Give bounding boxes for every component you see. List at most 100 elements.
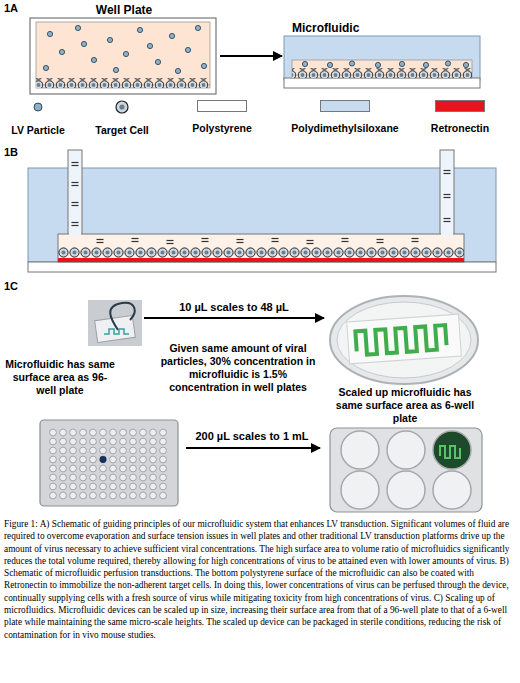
legend-text: Polydimethylsiloxane (283, 122, 407, 135)
lv-particle (34, 103, 42, 111)
inlet-tube (68, 150, 82, 236)
glass-slide (95, 315, 136, 342)
lv-particle (72, 163, 79, 166)
lv-particle (59, 49, 64, 54)
lv-particle (132, 239, 139, 242)
lv-particle (147, 43, 152, 48)
legend-text: Polystyrene (160, 122, 284, 135)
lv-particle (195, 25, 200, 30)
well (433, 471, 471, 509)
lv-particle (91, 57, 96, 62)
lv-particle (201, 63, 206, 68)
node-text: Microfluidic has same surface area as 96… (4, 358, 116, 397)
node-text: Scaled up microfluidic has same surface … (324, 386, 486, 425)
legend-item: Polystyrene (160, 100, 284, 135)
lv-particle (169, 33, 174, 38)
lv-particle (412, 239, 419, 242)
pdms-block (28, 168, 496, 262)
lv-particle (72, 183, 79, 186)
cell-layer (36, 78, 210, 88)
outlet-tube (440, 150, 454, 236)
connector-arrow (220, 55, 282, 57)
lv-particle (81, 41, 86, 46)
lv-particle (155, 59, 160, 64)
lv-particle (202, 239, 209, 242)
scale-arrow (186, 447, 320, 449)
polystyrene-base (28, 262, 496, 272)
well-fluid (36, 22, 210, 88)
legend-symbol (30, 100, 46, 114)
tubing (110, 303, 134, 330)
well (341, 431, 379, 469)
lv-particle (185, 47, 190, 52)
well (387, 431, 425, 469)
serpentine-channel (440, 446, 460, 458)
lv-particle (307, 241, 314, 244)
lv-particle (175, 68, 180, 73)
96-well-plate (40, 420, 178, 506)
legend-item: Polydimethylsiloxane (283, 100, 407, 135)
panel-label: 1B (4, 146, 34, 159)
tube-opening (441, 233, 453, 236)
lv-particle (72, 223, 79, 226)
lv-particle (444, 171, 451, 174)
lv-particle (444, 195, 451, 198)
connector-arrow (144, 317, 324, 319)
lv-particle (445, 61, 450, 66)
panel-label: 1A (4, 2, 34, 15)
legend-text: Target Cell (60, 124, 184, 137)
node-box: Scaled up microfluidic has same surface … (324, 294, 486, 424)
annotation-text: Given same amount of viral particles, 30… (153, 342, 323, 394)
well (387, 471, 425, 509)
pdms-block (284, 36, 480, 80)
lv-particle (272, 239, 279, 242)
serpentine-channel (355, 325, 446, 355)
legend-text: Retronectin (398, 122, 520, 135)
lv-particle (75, 25, 80, 30)
node-text: Well Plate (28, 3, 220, 17)
lv-particle (463, 62, 468, 67)
lv-particle (237, 240, 244, 243)
scaled-device (347, 314, 462, 364)
lv-particle (97, 240, 104, 243)
lv-particle (72, 203, 79, 206)
lv-particle (375, 62, 380, 67)
node-box: Microfluidic has same surface area as 96… (4, 296, 144, 402)
well-wall (30, 18, 216, 94)
legend-item: Retronectin (398, 100, 520, 135)
petri-dish-inner (337, 302, 471, 378)
polystyrene-base (284, 78, 480, 88)
lv-particle (137, 27, 142, 32)
channel (58, 234, 464, 262)
serpentine-channel (104, 329, 129, 334)
node-box: Well Plate (28, 2, 220, 96)
well-grid (48, 428, 168, 500)
lv-particle (123, 51, 128, 56)
lv-particle (423, 62, 428, 67)
legend-text: LV Particle (0, 124, 100, 137)
legend-swatch (197, 100, 247, 112)
cell-nucleus (119, 104, 124, 109)
legend-swatch (435, 100, 485, 112)
annotation-text: 200 µL scales to 1 mL (182, 430, 322, 443)
legend-symbol (114, 100, 130, 114)
cell-layer (292, 68, 472, 78)
lv-particle (167, 241, 174, 244)
loaded-well (100, 456, 107, 463)
petri-dish (330, 296, 478, 384)
lv-particle (399, 61, 404, 66)
retronectin-coating (58, 258, 464, 262)
lv-particle (349, 61, 354, 66)
lv-particle (327, 62, 332, 67)
target-cell (116, 101, 128, 113)
tube-opening (69, 233, 81, 236)
well (341, 471, 379, 509)
legend-item: Target Cell (60, 100, 184, 137)
lv-particle (43, 65, 48, 70)
lv-particle (377, 240, 384, 243)
node-box: Microfluidic (282, 20, 482, 92)
legend-swatch (320, 100, 370, 112)
loaded-well (433, 431, 471, 469)
connector-label: 10 µL scales to 48 µL (179, 301, 289, 314)
